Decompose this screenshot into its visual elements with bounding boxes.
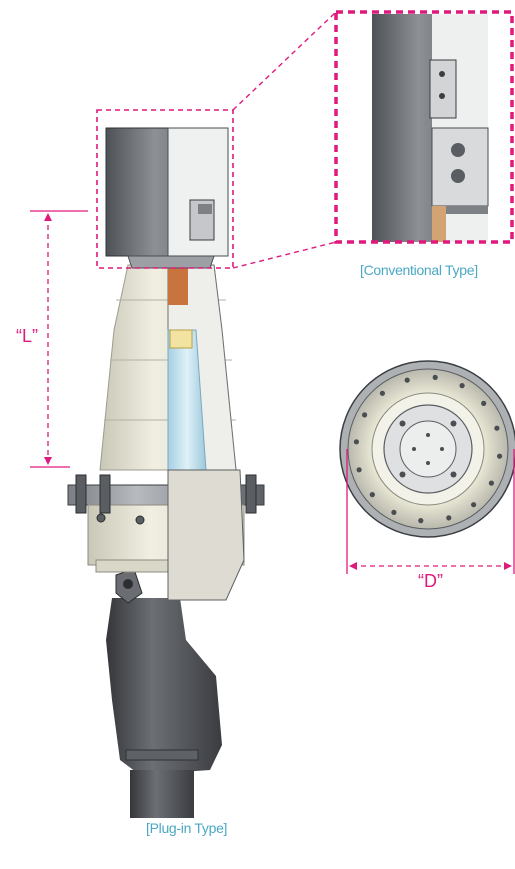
- inset-plate: [429, 59, 457, 119]
- bolt-hole: [356, 467, 362, 473]
- bolt-hole: [471, 502, 477, 508]
- bolt-circle-outer: [353, 374, 503, 524]
- lower-housing-section: [167, 469, 245, 601]
- bolt-hole: [362, 412, 368, 418]
- length-dimension-label: “L”: [16, 326, 38, 346]
- cable-rubber-body: [106, 598, 222, 775]
- dimension-D: [346, 449, 515, 574]
- bolt-hole: [404, 377, 410, 383]
- bolt-hole: [399, 420, 406, 427]
- bolt-hole: [379, 390, 385, 396]
- cable-lower: [130, 770, 194, 818]
- bolt-hole: [369, 492, 375, 498]
- yellow-sleeve: [169, 329, 193, 349]
- bolt-circle-inner: [399, 420, 457, 478]
- dimension-L: [30, 210, 88, 468]
- plugin-termination-drawing: [67, 127, 265, 818]
- inset-conductor: [432, 206, 446, 242]
- cable-ring: [125, 749, 199, 761]
- cap-bolt: [198, 204, 212, 214]
- bolt-hole: [450, 420, 457, 427]
- bolt-hole: [450, 471, 457, 478]
- bolt-hole: [481, 400, 487, 406]
- clamp-bolt: [123, 579, 133, 589]
- bolt-hole: [497, 453, 503, 459]
- callout-line-top: [232, 11, 337, 111]
- bolt-hole: [432, 374, 438, 380]
- bolt-hole: [399, 471, 406, 478]
- bolt-hole: [459, 383, 465, 389]
- callout-line-bottom: [232, 241, 337, 269]
- detail-highlight-box: [96, 109, 234, 269]
- bolt-hole: [446, 515, 452, 521]
- plugin-type-caption: [Plug-in Type]: [146, 820, 228, 836]
- bolt-hole: [494, 425, 500, 431]
- conventional-inset-frame: [334, 10, 514, 244]
- bolt-hole: [426, 461, 430, 465]
- bolt-hole: [488, 480, 494, 486]
- bolt-hole: [418, 518, 424, 524]
- conventional-type-inset: [372, 14, 489, 242]
- bolt-hole: [391, 509, 397, 515]
- flange-bottom-view: [339, 360, 515, 538]
- bolt-hole: [440, 447, 444, 451]
- cap-neck: [127, 255, 215, 269]
- inset-fitting: [431, 127, 489, 207]
- bolt-hole: [412, 447, 416, 451]
- diameter-dimension-label: “D”: [418, 571, 443, 591]
- bolt-hole: [353, 439, 359, 445]
- bolt-hole: [426, 433, 430, 437]
- conventional-type-caption: [Conventional Type]: [360, 262, 478, 278]
